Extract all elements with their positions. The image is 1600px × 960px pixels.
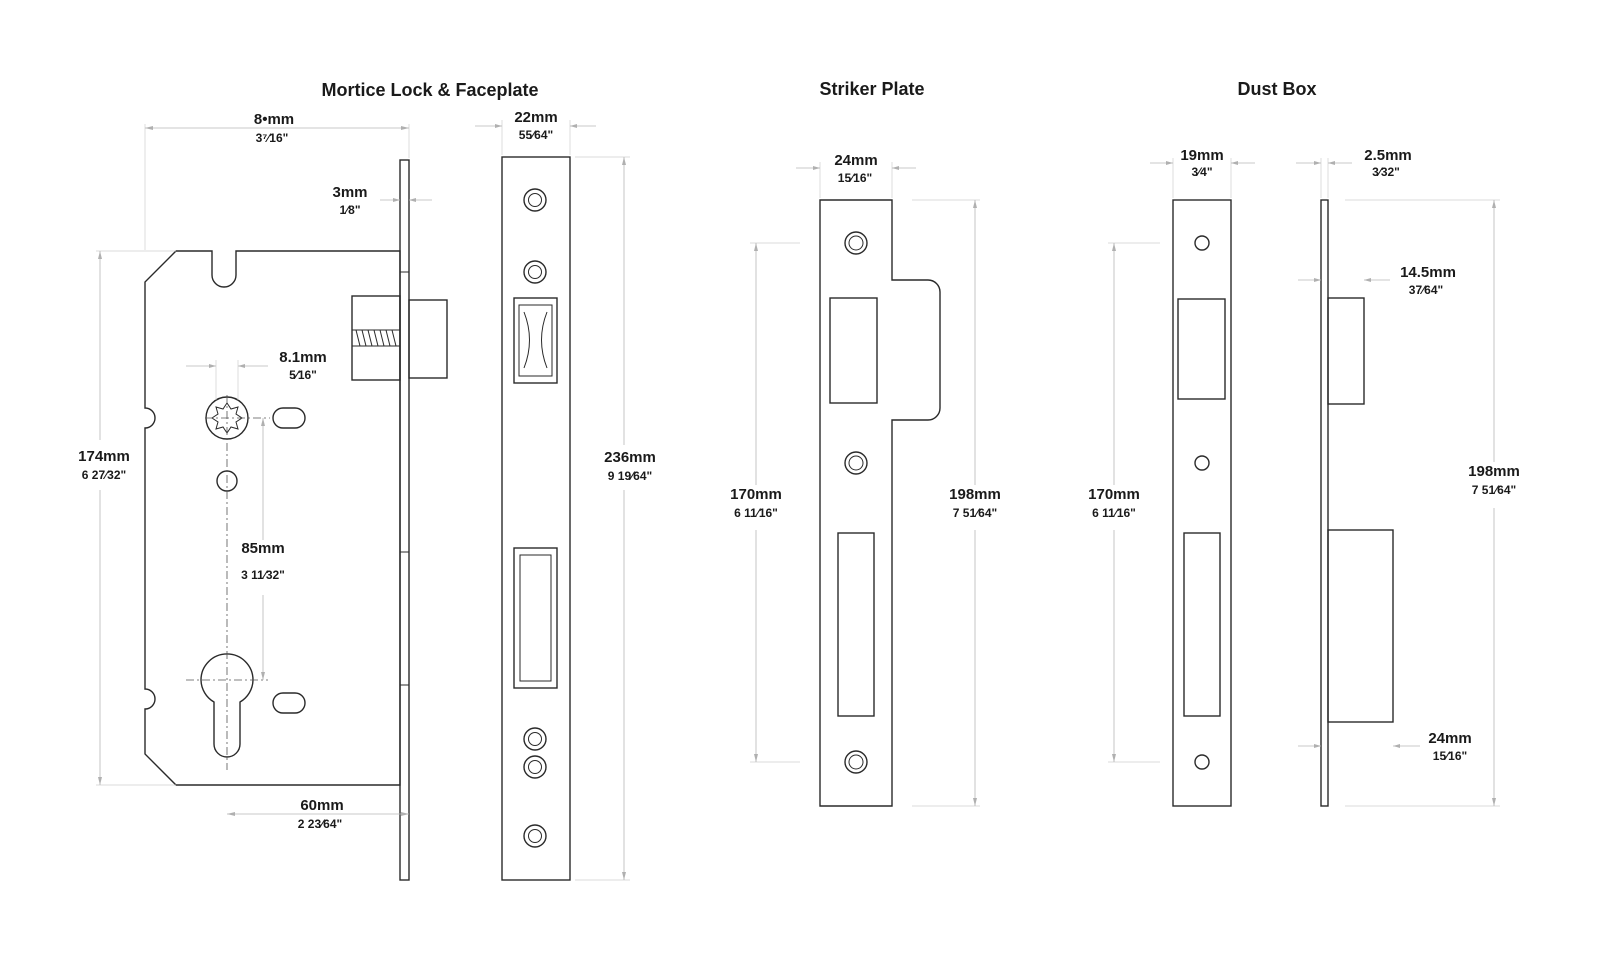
dim-dustbox-depth1-inch: 37⁄64" (1409, 283, 1443, 297)
dim-dustbox-height-mm: 198mm (1468, 463, 1520, 480)
latch-spring (352, 329, 400, 347)
dim-case-height-inch: 6 27⁄32" (82, 468, 126, 482)
dim-cylinder-backset-inch: 2 23⁄64" (298, 817, 342, 831)
dim-faceplate-height-inch: 9 19⁄64" (608, 469, 652, 483)
dimension-lines (96, 120, 1500, 881)
dim-striker-height-inch: 7 51⁄64" (953, 506, 997, 520)
dim-case-height-mm: 174mm (78, 448, 130, 465)
dimension-labels: 8•mm 3⁷⁄16" 3mm 1⁄8" 22mm 55⁄64" 8.1mm 5… (78, 109, 1520, 831)
dim-faceplate-width-mm: 22mm (514, 109, 557, 126)
dim-striker-width-inch: 15⁄16" (838, 171, 872, 185)
dim-dustbox-width-inch: 3⁄4" (1191, 165, 1212, 179)
dim-faceplate-height-mm: 236mm (604, 449, 656, 466)
dim-dustbox-hole-centres-inch: 6 11⁄16" (1092, 506, 1136, 520)
title-striker-plate: Striker Plate (819, 79, 924, 99)
dim-forend-thickness-inch: 1⁄8" (339, 203, 360, 217)
dim-striker-width-mm: 24mm (834, 152, 877, 169)
dim-centres-mm: 85mm (241, 540, 284, 557)
dim-spindle-inch: 5⁄16" (289, 368, 317, 382)
dim-dustbox-depth1-mm: 14.5mm (1400, 264, 1456, 281)
dim-cylinder-backset-mm: 60mm (300, 797, 343, 814)
dim-faceplate-width-inch: 55⁄64" (519, 128, 553, 142)
dim-dustbox-depth2-mm: 24mm (1428, 730, 1471, 747)
dim-striker-height-mm: 198mm (949, 486, 1001, 503)
dim-dustbox-depth2-inch: 15⁄16" (1433, 749, 1467, 763)
dim-forend-thickness-mm: 3mm (332, 184, 367, 201)
title-mortice-lock: Mortice Lock & Faceplate (321, 80, 538, 100)
dim-dustbox-width-mm: 19mm (1180, 147, 1223, 164)
title-dust-box: Dust Box (1237, 79, 1316, 99)
dim-centres-inch: 3 11⁄32" (241, 568, 285, 582)
cylinder-cutout (200, 653, 254, 758)
dim-striker-hole-centres-inch: 6 11⁄16" (734, 506, 778, 520)
dim-backset-inch: 3⁷⁄16" (256, 131, 289, 145)
dim-dustbox-hole-centres-mm: 170mm (1088, 486, 1140, 503)
dim-dustbox-height-inch: 7 51⁄64" (1472, 483, 1516, 497)
dust-box-side (1320, 199, 1394, 807)
dust-box-front (1172, 199, 1232, 807)
dim-backset-mm: 8•mm (254, 111, 294, 128)
dim-dustbox-thickness-inch: 3⁄32" (1372, 165, 1400, 179)
faceplate-front (501, 156, 571, 881)
dim-spindle-mm: 8.1mm (279, 349, 327, 366)
dim-dustbox-thickness-mm: 2.5mm (1364, 147, 1412, 164)
striker-plate (819, 199, 941, 807)
mortice-lock-case (144, 159, 448, 881)
dim-striker-hole-centres-mm: 170mm (730, 486, 782, 503)
